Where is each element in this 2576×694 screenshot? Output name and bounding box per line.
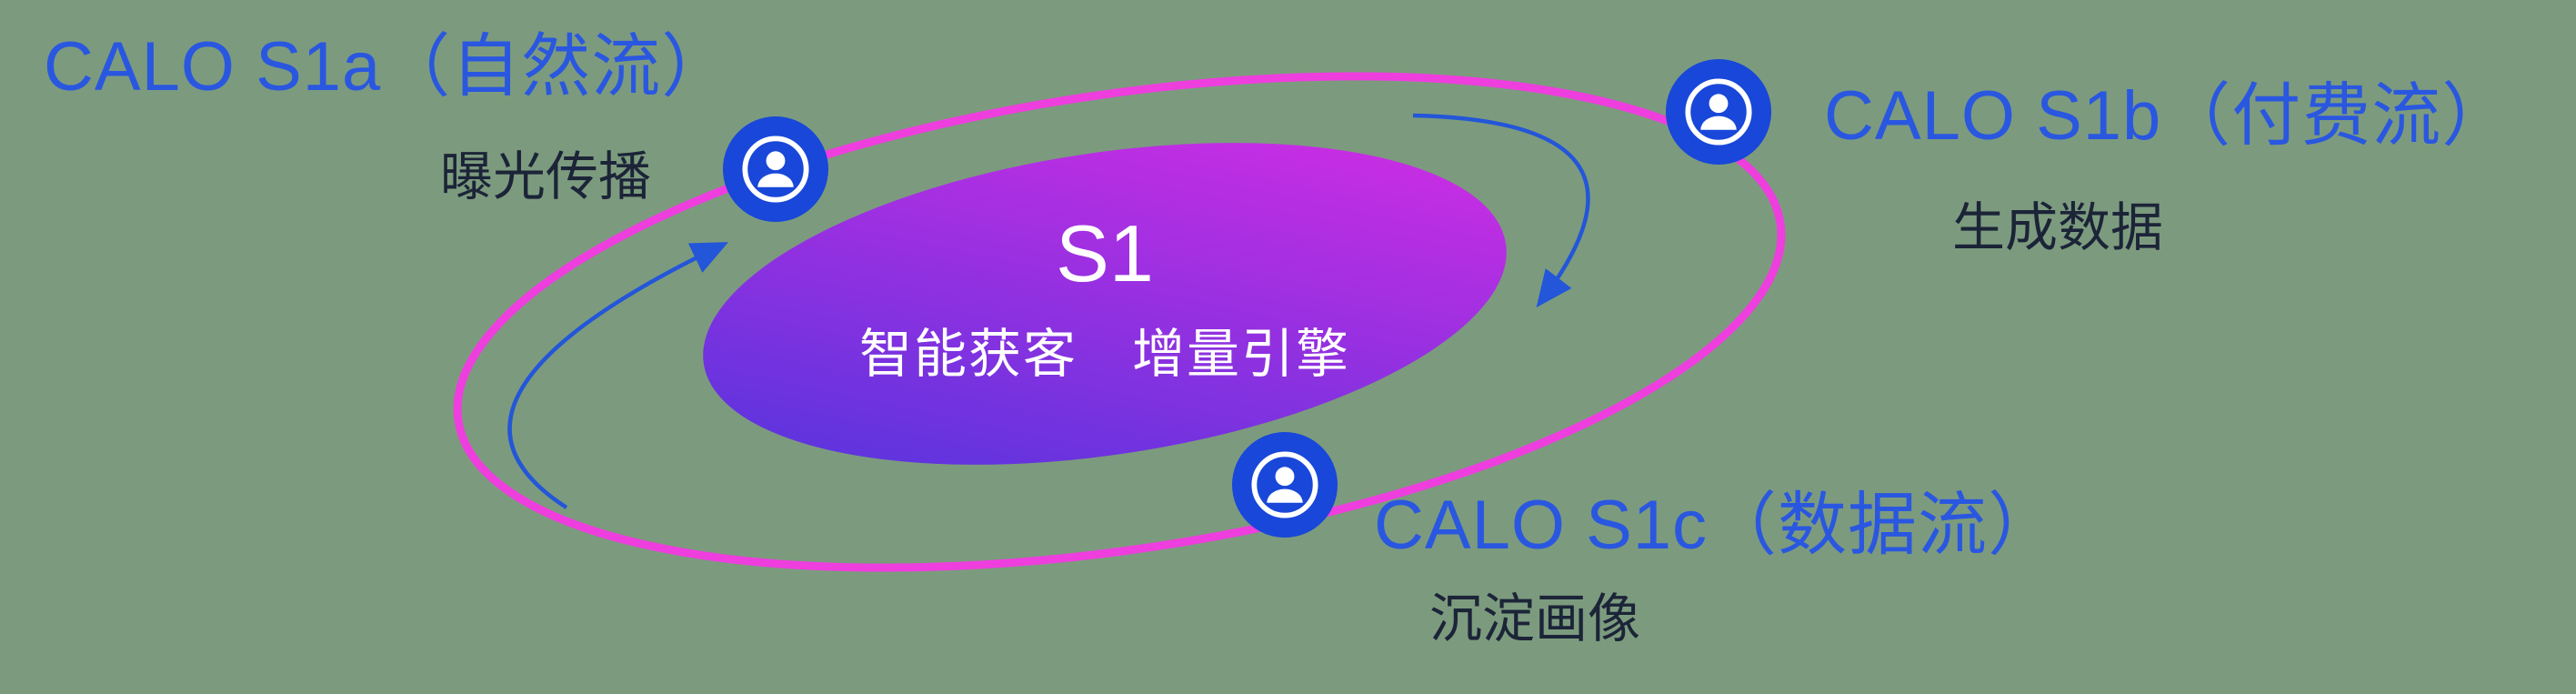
node-s1c-subtitle: 沉淀画像 xyxy=(1429,589,1641,649)
node-s1a-title: CALO S1a（自然流） xyxy=(44,28,732,106)
node-s1b-subtitle: 生成数据 xyxy=(1952,198,2164,257)
center-label-group: S1 智能获客 增量引擎 xyxy=(858,208,1351,387)
center-title: S1 xyxy=(1056,208,1154,298)
user-icon xyxy=(723,116,828,222)
arrow-left-icon xyxy=(507,242,729,509)
center-subtitle: 智能获客 增量引擎 xyxy=(858,324,1351,384)
node-s1b-title: CALO S1b（付费流） xyxy=(1824,77,2512,155)
center-ellipse xyxy=(703,143,1507,465)
node-s1c-title: CALO S1c（数据流） xyxy=(1374,487,2059,564)
user-icon xyxy=(1232,432,1338,538)
orbit-ring xyxy=(453,72,1786,572)
node-s1a-subtitle: 曝光传播 xyxy=(440,147,652,206)
user-icon xyxy=(1666,59,1771,165)
arrow-right-icon xyxy=(1412,113,1590,308)
